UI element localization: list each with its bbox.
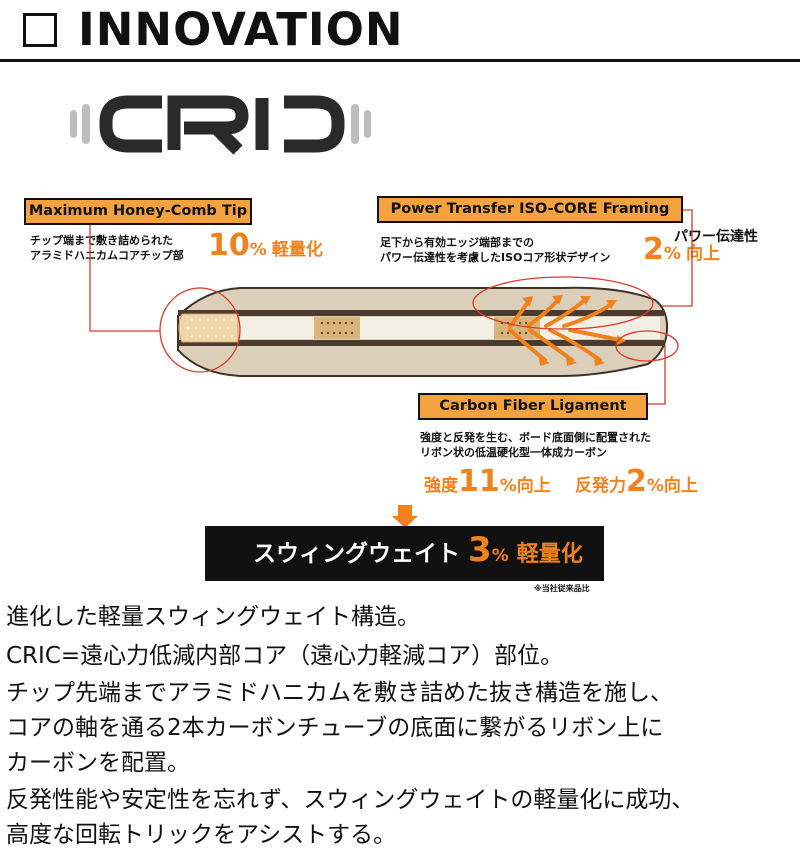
power-desc-line2: パワー伝達性を考慮したISOコア形状デザイン xyxy=(380,251,611,264)
power-highlight xyxy=(472,276,654,330)
page-title: INNOVATION xyxy=(78,3,404,56)
body-text-line-5: カーボンを配置。 xyxy=(6,750,190,776)
strength-unit: %向上 xyxy=(499,476,551,496)
comparison-note: ※当社従来品比 xyxy=(534,584,590,593)
power-transfer-label: Power Transfer ISO-CORE Framing xyxy=(377,196,683,223)
swing-weight-label: スウィングウェイト xyxy=(253,541,460,567)
power-transfer-arrows xyxy=(508,298,622,362)
carbon-fiber-label: Carbon Fiber Ligament xyxy=(418,393,648,420)
body-text-line-7: 高度な回転トリックをアシストする。 xyxy=(6,822,397,848)
power-value: 2 xyxy=(643,232,664,267)
swing-weight-result: スウィングウェイト 3% 軽量化 xyxy=(253,533,583,575)
down-arrow-icon xyxy=(392,505,418,528)
strength-label: 強度 xyxy=(424,476,458,496)
rebound-value: 2 xyxy=(625,464,647,499)
body-text-line-3: チップ先端までアラミドハニカムを敷き詰めた抜き構造を施し、 xyxy=(6,680,673,706)
power-effect: 向上 xyxy=(686,244,721,264)
board-top-rail xyxy=(178,310,664,316)
honeycomb-highlight xyxy=(159,287,241,373)
swing-weight-value: 3 xyxy=(468,530,492,570)
carbon-results: 強度11%向上 反発力2%向上 xyxy=(424,466,698,498)
power-desc-line1: 足下から有効エッジ端部までの xyxy=(380,236,534,249)
honeycomb-result: 10% 軽量化 xyxy=(208,230,323,262)
honeycomb-desc-line2: アラミドハニカムコアチップ部 xyxy=(30,249,184,262)
body-text-line-2: CRIC=遠心力低減内部コア（遠心力軽減コア）部位。 xyxy=(6,643,564,669)
honeycomb-effect: 軽量化 xyxy=(271,240,323,260)
insert-pack-left xyxy=(314,317,360,339)
honeycomb-tip-label: Maximum Honey-Comb Tip xyxy=(24,198,252,225)
board-bottom-rail xyxy=(178,340,664,346)
strength-value: 11 xyxy=(458,464,500,499)
power-pct: % xyxy=(663,244,681,264)
power-result: 2% 向上 xyxy=(643,234,720,266)
body-text-line-6: 反発性能や安定性を忘れず、スウィングウェイトの軽量化に成功、 xyxy=(6,787,695,813)
power-connector-line xyxy=(652,209,693,307)
power-effect-top: パワー伝達性 xyxy=(674,229,758,245)
swing-weight-pct: % xyxy=(491,546,509,566)
honeycomb-desc-line1: チップ端まで敷き詰められた xyxy=(30,234,173,247)
body-text-line-1: 進化した軽量スウィングウェイト構造。 xyxy=(6,604,420,630)
honeycomb-connector-line xyxy=(89,225,160,332)
header-checkbox-icon xyxy=(23,13,57,47)
carbon-highlight xyxy=(615,330,679,362)
carbon-desc-line1: 強度と反発を生む、ボード底面側に配置された xyxy=(420,431,651,444)
rebound-label: 反発力 xyxy=(574,476,626,496)
carbon-connector-line xyxy=(648,345,666,405)
honeycomb-value: 10 xyxy=(208,228,250,263)
cric-logo xyxy=(70,95,371,155)
header-divider xyxy=(0,59,800,62)
honeycomb-pct: % xyxy=(249,240,267,260)
body-text-line-4: コアの軸を通る2本カーボンチューブの底面に繋がるリボン上に xyxy=(6,715,664,741)
rebound-unit: %向上 xyxy=(646,476,698,496)
swing-weight-effect: 軽量化 xyxy=(516,542,583,567)
swing-weight-banner xyxy=(205,526,604,581)
carbon-desc-line2: リボン状の低温硬化型一体成カーボン xyxy=(420,446,607,459)
